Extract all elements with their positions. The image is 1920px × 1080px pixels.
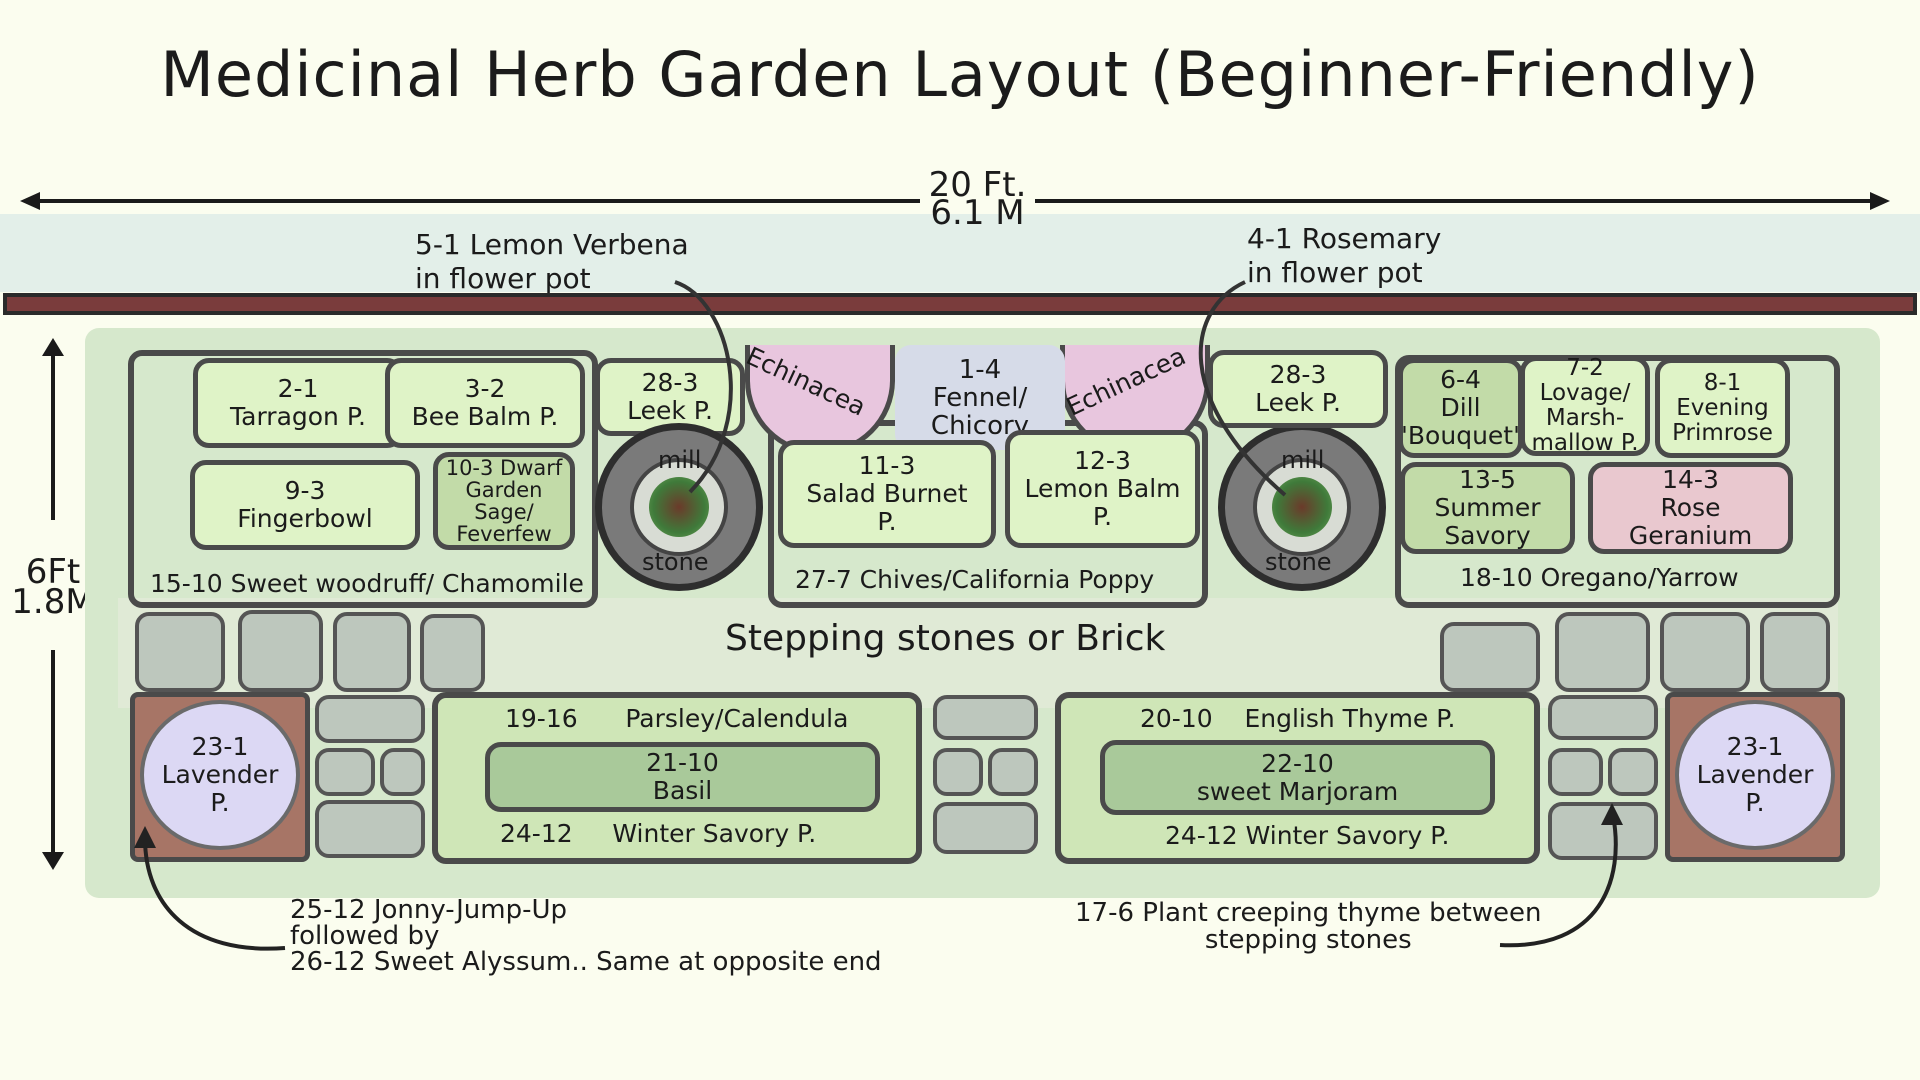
callout-line: 5-1 Lemon Verbena xyxy=(415,228,689,261)
stepping-stone xyxy=(135,612,225,692)
stepping-stone xyxy=(315,695,425,743)
stepping-stone xyxy=(333,612,411,692)
stepping-stone xyxy=(315,748,375,796)
rosemary-pot xyxy=(1272,477,1332,537)
stepping-stone xyxy=(1548,748,1603,796)
bed-thyme: 20-10 English Thyme P. xyxy=(1140,704,1456,733)
path-label: Stepping stones or Brick xyxy=(725,618,1166,659)
rosemary-callout: 4-1 Rosemary in flower pot xyxy=(1247,222,1441,290)
stone-label: stone xyxy=(1265,548,1332,576)
arrow-lemon-verbena-icon xyxy=(674,280,733,494)
mill-label: mill xyxy=(1281,446,1325,474)
bed-parsley: 19-16 Parsley/Calendula xyxy=(505,704,849,733)
arrow-thyme-icon xyxy=(1499,814,1618,948)
lemon-verbena-callout: 5-1 Lemon Verbena in flower pot xyxy=(415,228,689,296)
arrow-right-icon xyxy=(1870,192,1890,210)
sky-band xyxy=(0,214,1920,292)
stepping-stone xyxy=(1440,622,1540,692)
arrow-jonny-icon xyxy=(143,837,286,951)
depth-line-bottom xyxy=(51,650,55,855)
arrow-up-icon xyxy=(42,338,64,356)
stepping-stone xyxy=(988,748,1038,796)
depth-m-label: 1.8M xyxy=(11,582,95,622)
width-m-label: 6.1 M xyxy=(930,193,1025,233)
upper-left-frame xyxy=(128,350,598,608)
stepping-stone xyxy=(380,748,425,796)
mill-label: mill xyxy=(658,446,702,474)
lemon-verbena-pot xyxy=(649,477,709,537)
bed-woodruff: 15-10 Sweet woodruff/ Chamomile xyxy=(150,569,584,598)
callout-line: in flower pot xyxy=(1247,256,1423,289)
creeping-thyme-callout: 17-6 Plant creeping thyme between steppi… xyxy=(1075,898,1542,955)
page-title: Medicinal Herb Garden Layout (Beginner-F… xyxy=(160,38,1760,111)
mill-stone-left: mill stone xyxy=(595,423,763,591)
stepping-stone xyxy=(933,695,1038,740)
stepping-stone xyxy=(933,748,983,796)
depth-line-top xyxy=(51,350,55,520)
stepping-stone xyxy=(933,802,1038,854)
stepping-stone xyxy=(238,610,323,692)
stone-label: stone xyxy=(642,548,709,576)
bed-winter-savory-right: 24-12 Winter Savory P. xyxy=(1165,821,1450,850)
mill-stone-right: mill stone xyxy=(1218,423,1386,591)
stepping-stone xyxy=(1548,695,1658,740)
stepping-stone xyxy=(1555,612,1650,692)
stepping-stone xyxy=(315,800,425,858)
arrowhead-jonny-icon xyxy=(134,826,156,848)
stepping-stone xyxy=(420,614,485,692)
callout-line: in flower pot xyxy=(415,262,591,295)
stepping-stone xyxy=(1760,612,1830,692)
stepping-stone xyxy=(1548,802,1658,860)
bed-oregano: 18-10 Oregano/Yarrow xyxy=(1460,563,1739,592)
jonny-jump-up-callout: 25-12 Jonny-Jump-Up followed by 26-12 Sw… xyxy=(290,895,882,977)
width-ft-label: 20 Ft. xyxy=(928,165,1027,205)
bed-winter-savory-left: 24-12 Winter Savory P. xyxy=(500,819,817,848)
callout-line: 4-1 Rosemary xyxy=(1247,222,1442,255)
stepping-stone xyxy=(1660,612,1750,692)
arrow-left-icon xyxy=(20,192,40,210)
fence xyxy=(3,293,1917,315)
arrowhead-thyme-icon xyxy=(1601,803,1623,825)
stepping-stone xyxy=(1608,748,1658,796)
arrow-down-icon xyxy=(42,852,64,870)
arrow-rosemary-icon xyxy=(1198,280,1287,497)
bed-chives: 27-7 Chives/California Poppy xyxy=(795,565,1155,594)
depth-ft-label: 6Ft xyxy=(25,552,81,592)
width-dimension xyxy=(20,180,1890,224)
